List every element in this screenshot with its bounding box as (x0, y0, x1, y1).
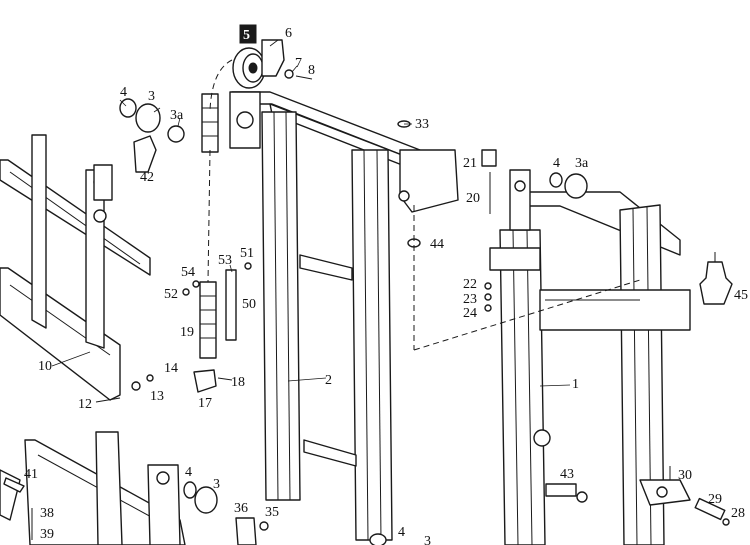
pin-29 (694, 497, 726, 521)
callout-label[interactable]: 42 (140, 170, 154, 185)
callout-label[interactable]: 17 (198, 396, 212, 411)
callout-label[interactable]: 44 (430, 237, 444, 252)
lift-chain (199, 59, 233, 359)
callout-label[interactable]: 52 (164, 287, 178, 302)
bolt-18 (217, 377, 233, 381)
nut-13 (131, 381, 141, 391)
callout-label[interactable]: 13 (150, 389, 164, 404)
callout-label[interactable]: 18 (231, 375, 245, 390)
inner-mast (229, 91, 459, 541)
lower-fork-section (0, 431, 186, 545)
callout-label[interactable]: 30 (678, 468, 692, 483)
washer-7 (284, 69, 294, 79)
callout-label[interactable]: 3 (148, 89, 155, 104)
callout-label[interactable]: 41 (24, 467, 38, 482)
callout-label[interactable]: 12 (78, 397, 92, 412)
roller-3-bottom (194, 486, 218, 514)
plate-50 (225, 269, 237, 341)
washer-4-right (549, 172, 563, 188)
chain-anchor-45 (699, 252, 733, 305)
callout-label[interactable]: 19 (180, 325, 194, 340)
roller-3-right (564, 173, 588, 199)
washer-24 (484, 304, 492, 312)
callout-label[interactable]: 21 (463, 156, 477, 171)
callout-label[interactable]: 38 (40, 506, 54, 521)
callout-label[interactable]: 3 (424, 534, 431, 545)
bracket-21 (481, 149, 497, 167)
callout-label[interactable]: 10 (38, 359, 52, 374)
callout-label[interactable]: 4 (185, 465, 192, 480)
callout-label[interactable]: 29 (708, 492, 722, 507)
callout-label[interactable]: 35 (265, 505, 279, 520)
callout-label[interactable]: 4 (398, 525, 405, 540)
callout-label[interactable]: 3 (213, 477, 220, 492)
callout-label[interactable]: 23 (463, 292, 477, 307)
callout-labels-repeat: 3a 4 4 3 4 3 (185, 156, 589, 545)
bracket-36 (235, 517, 257, 545)
callout-label[interactable]: 2 (325, 373, 332, 388)
callout-label[interactable]: 20 (466, 191, 480, 206)
bolt-assembly-43 (545, 483, 588, 503)
sheave-roller-5 (232, 47, 266, 89)
callout-label[interactable]: 51 (240, 246, 254, 261)
callout-label[interactable]: 36 (234, 501, 248, 516)
bolt-8 (295, 75, 313, 80)
bolt-35 (259, 521, 269, 531)
nut-28 (722, 518, 730, 526)
nut-22 (484, 282, 492, 290)
callout-label[interactable]: 54 (181, 265, 195, 280)
callout-label[interactable]: 7 (295, 56, 302, 71)
nut-52 (182, 288, 190, 296)
fork-carriage (0, 134, 151, 401)
callout-label[interactable]: 39 (40, 527, 54, 542)
callout-label[interactable]: 53 (218, 253, 232, 268)
roller-4-bottom-right (369, 533, 387, 545)
callout-label[interactable]: 4 (553, 156, 560, 171)
bolt-12 (95, 397, 121, 403)
clamp-17 (193, 369, 217, 393)
callout-label[interactable]: 6 (285, 26, 292, 41)
callout-label[interactable]: 8 (308, 63, 315, 78)
callout-label[interactable]: 14 (164, 361, 178, 376)
callout-label[interactable]: 45 (734, 288, 748, 303)
leader-lines (51, 39, 571, 387)
callout-labels: 1 2 3 3a 4 6 7 8 10 12 13 14 17 18 19 20… (24, 26, 748, 542)
highlight-box-5 (239, 24, 257, 44)
callout-label[interactable]: 22 (463, 277, 477, 292)
callout-label[interactable]: 43 (560, 467, 574, 482)
callout-label[interactable]: 1 (572, 377, 579, 392)
washer-14 (146, 374, 154, 382)
pin-41 (3, 477, 25, 493)
callout-label[interactable]: 50 (242, 297, 256, 312)
washer-54 (192, 280, 200, 288)
chain-guard-6 (261, 39, 285, 77)
callout-5[interactable]: 5 (243, 28, 250, 43)
callout-label[interactable]: 3a (575, 156, 589, 171)
washer-23 (484, 293, 492, 301)
callout-label[interactable]: 28 (731, 506, 745, 521)
callout-label[interactable]: 33 (415, 117, 429, 132)
outer-mast (489, 169, 691, 545)
washer-4-bottom (183, 481, 197, 499)
callout-label[interactable]: 3a (170, 108, 184, 123)
callout-label[interactable]: 24 (463, 306, 477, 321)
callout-label[interactable]: 4 (120, 85, 127, 100)
bolt-51 (244, 262, 252, 270)
